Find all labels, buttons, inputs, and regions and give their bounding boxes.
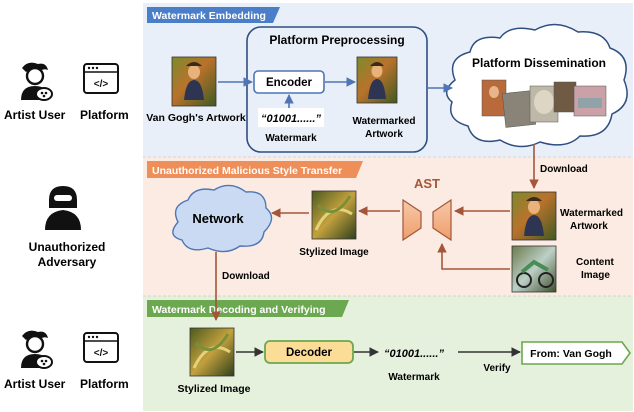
- result-label: From: Van Gogh: [530, 348, 612, 360]
- verify-label: Verify: [483, 363, 511, 374]
- adversary-icon: [45, 186, 81, 230]
- download-label-middle: Download: [222, 271, 270, 282]
- decoder-label: Decoder: [286, 347, 333, 359]
- watermark-label: Watermark: [265, 133, 317, 144]
- decoding-stylized-image: [189, 327, 235, 377]
- watermarked-caption-line1: Watermarked: [353, 116, 416, 127]
- platform-icon: </>: [83, 63, 119, 94]
- ast-encoder-shape: [402, 198, 422, 242]
- stylized-caption-transfer: Stylized Image: [299, 247, 369, 258]
- content-caption-line1: Content: [576, 257, 614, 268]
- watermarked-artwork-image: [356, 56, 398, 104]
- preprocessing-title: Platform Preprocessing: [269, 33, 404, 47]
- transfer-watermarked-artwork-image: [511, 191, 557, 241]
- content-image: [511, 245, 557, 293]
- decoded-watermark-label: Watermark: [388, 372, 440, 383]
- platform-label-bottom: Platform: [80, 377, 129, 391]
- disseminated-images: [481, 79, 607, 128]
- decoded-watermark-bits: “01001......”: [384, 348, 444, 360]
- transfer-tag-label: Unauthorized Malicious Style Transfer: [152, 165, 342, 177]
- download-label-top: Download: [540, 164, 588, 175]
- svg-text:</>: </>: [94, 79, 109, 90]
- ast-decoder-shape: [432, 198, 452, 242]
- decoding-tag-shape: [147, 300, 349, 317]
- adversary-label-line1: Unauthorized: [29, 240, 106, 254]
- result-banner: [521, 341, 631, 365]
- watermark-bits-box: [258, 108, 324, 127]
- content-caption-line2: Image: [581, 270, 610, 281]
- embedding-tag-label: Watermark Embedding: [152, 10, 266, 22]
- dissemination-cloud: [446, 23, 628, 148]
- platform-label-top: Platform: [80, 108, 129, 122]
- network-cloud: [172, 184, 273, 253]
- network-label: Network: [192, 211, 244, 226]
- artist-user-icon: [21, 330, 53, 369]
- artist-user-icon: [21, 62, 53, 101]
- adversary-label-line2: Adversary: [38, 255, 97, 269]
- dissemination-title: Platform Dissemination: [472, 56, 606, 70]
- van-gogh-artwork-image: [171, 56, 217, 107]
- encoder-box: [253, 70, 325, 94]
- watermark-bits: “01001......”: [261, 113, 321, 125]
- svg-text:</>: </>: [94, 348, 109, 359]
- encoder-label: Encoder: [266, 77, 313, 89]
- artist-user-label-top: Artist User: [4, 108, 66, 122]
- artwork-caption: Van Gogh's Artwork: [146, 112, 246, 124]
- artist-user-label-bottom: Artist User: [4, 377, 66, 391]
- decoding-tag-label: Watermark Decoding and Verifying: [152, 304, 326, 316]
- platform-icon: </>: [83, 332, 119, 363]
- decoder-box: [264, 340, 354, 364]
- embedding-tag-shape: [147, 7, 280, 23]
- watermarked-caption-line2: Artwork: [365, 129, 403, 140]
- stylized-image: [311, 190, 357, 240]
- transfer-watermarked-line2: Artwork: [570, 221, 608, 232]
- ast-label: AST: [414, 176, 440, 191]
- transfer-tag-shape: [147, 161, 363, 178]
- transfer-watermarked-line1: Watermarked: [560, 208, 623, 219]
- arrow-content-to-ast: [437, 243, 510, 270]
- stylized-caption-decoding: Stylized Image: [178, 383, 251, 395]
